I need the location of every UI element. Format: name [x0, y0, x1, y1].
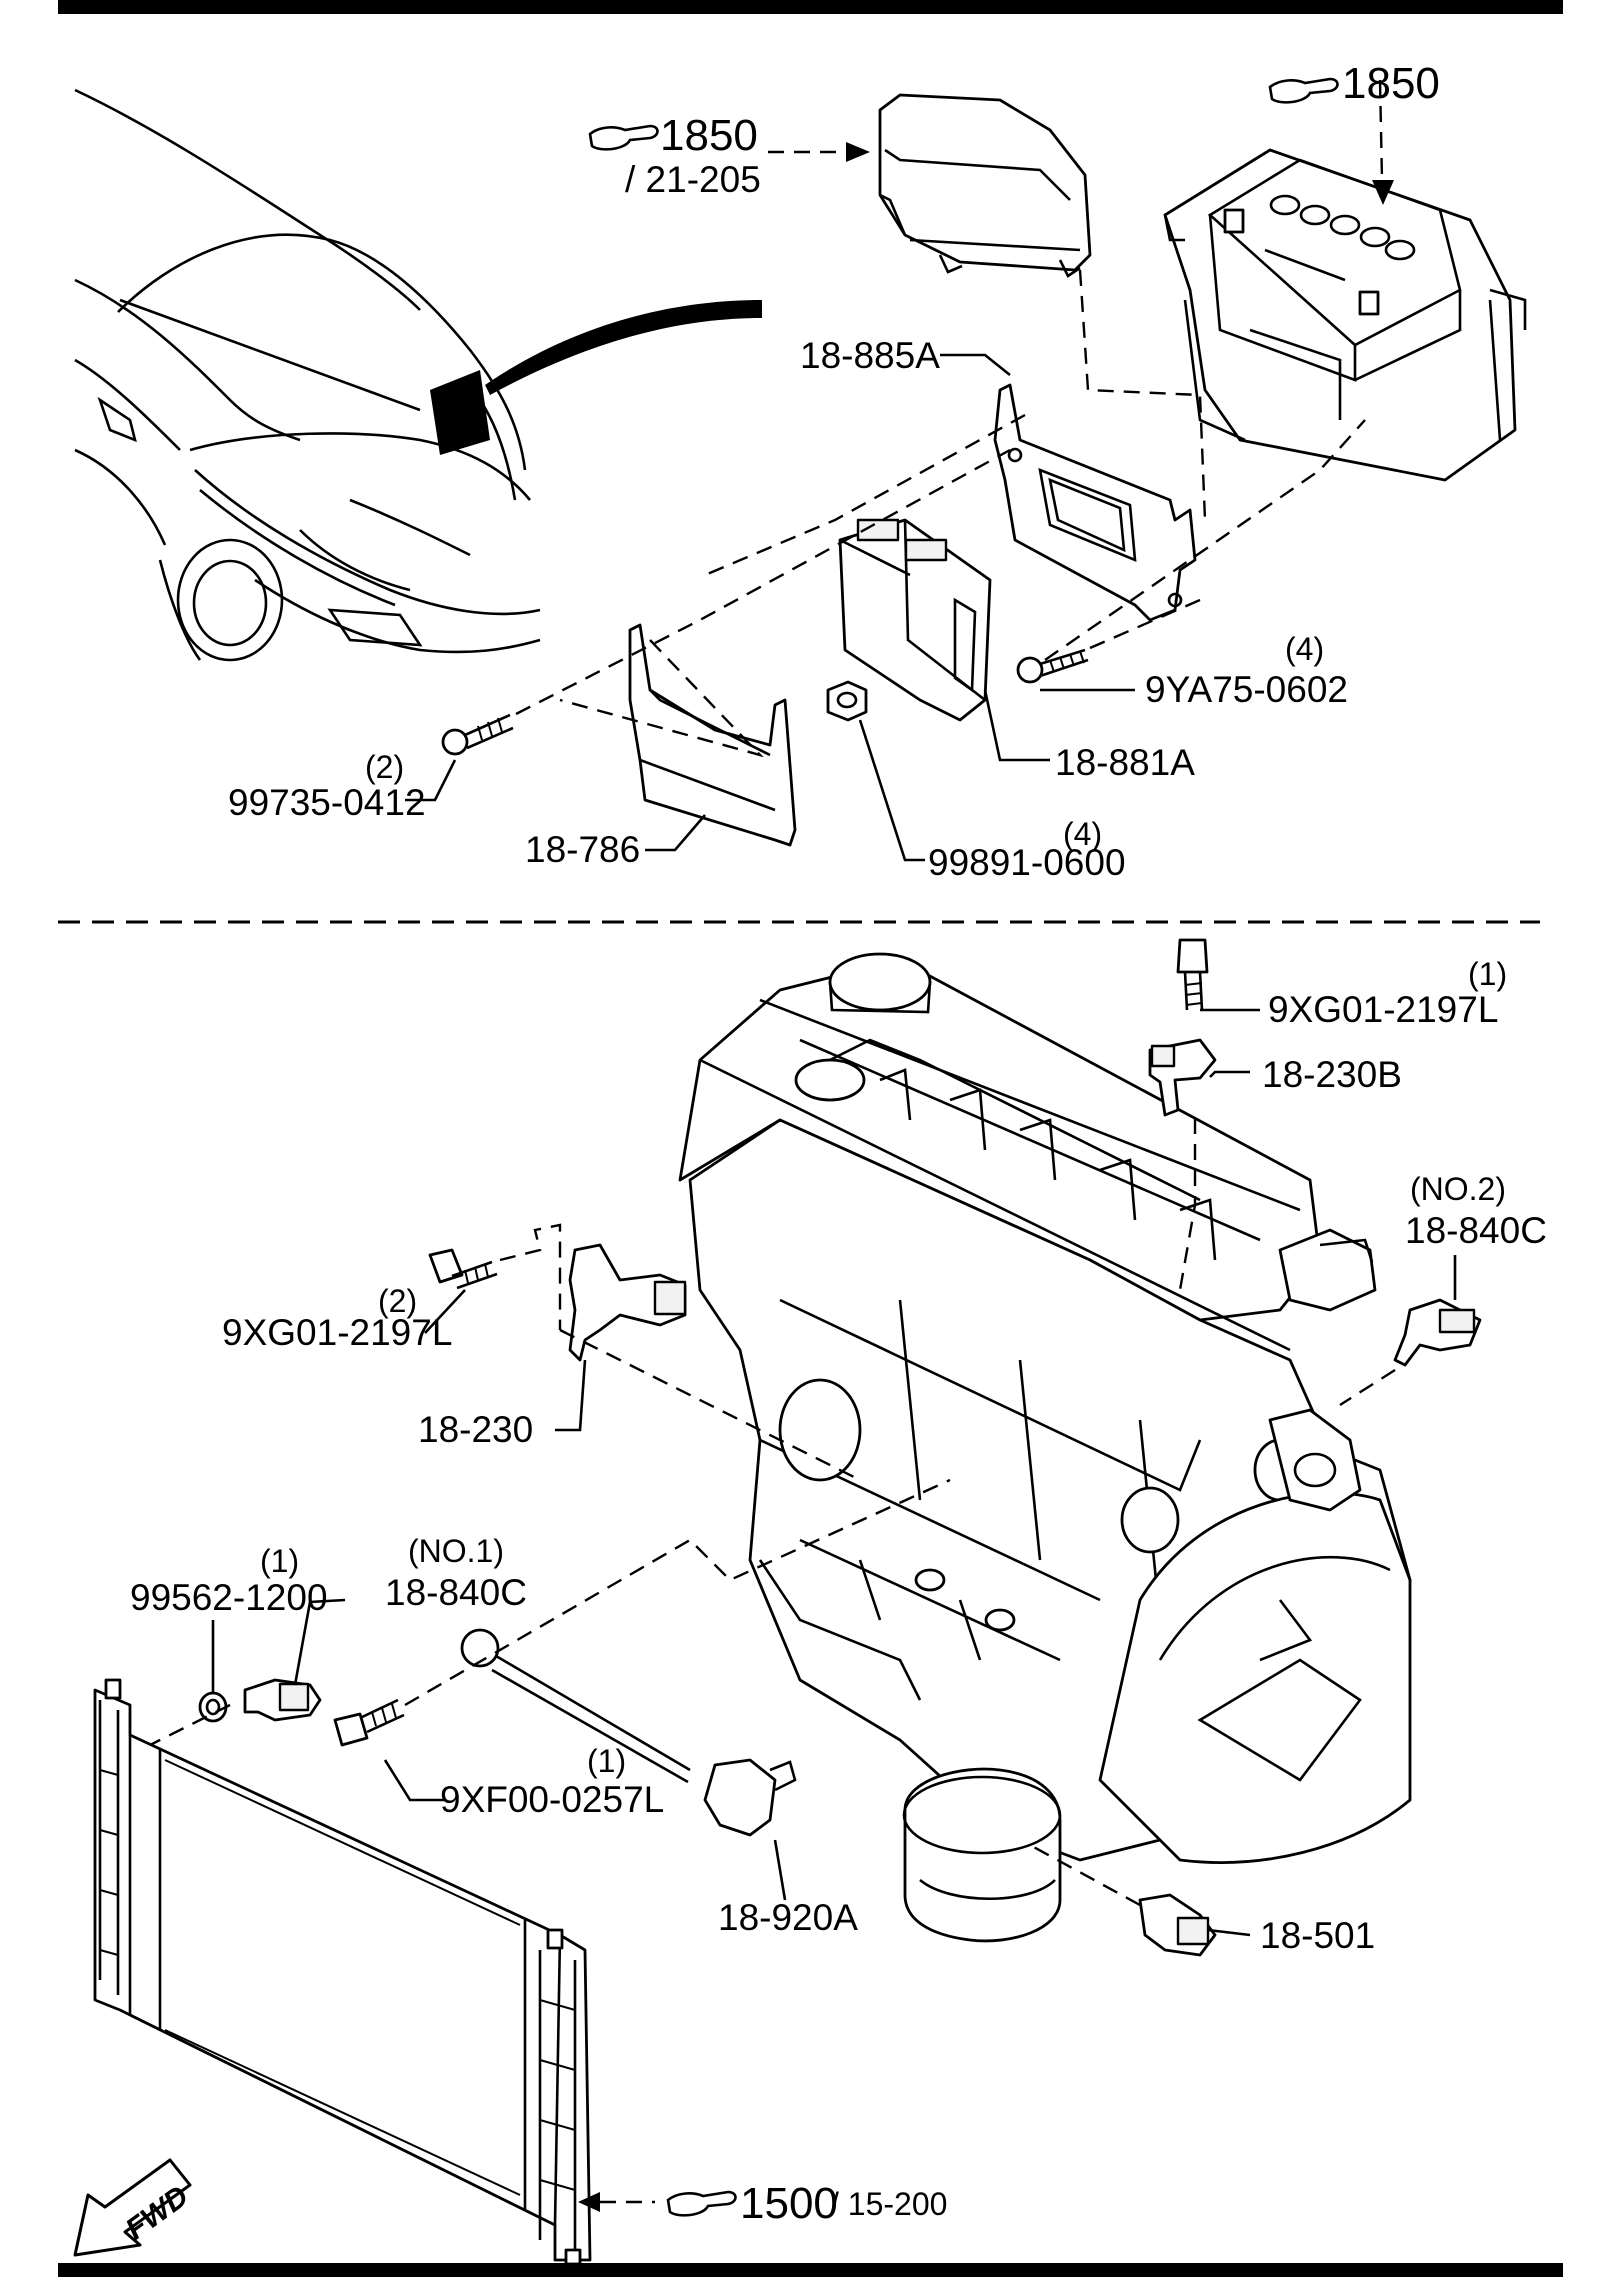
- pointing-hand-icon: [588, 124, 659, 151]
- reference-callout: 1850: [1268, 59, 1440, 108]
- knock-sensor-illustration: [460, 1628, 797, 1837]
- temperature-sensor-illustration: [1393, 1298, 1482, 1367]
- ecu-cover-illustration: [878, 93, 1092, 278]
- part-quantity: (2): [378, 1283, 417, 1319]
- ecu-module-illustration: [838, 518, 992, 722]
- forward-direction-arrow: FWD: [73, 2158, 195, 2257]
- part-number: 9XG01-2197L: [222, 1312, 452, 1353]
- part-quantity: (NO.1): [408, 1533, 504, 1569]
- part-number: 18-885A: [800, 335, 940, 376]
- battery-illustration: [1163, 148, 1527, 482]
- ref-main-number: 1850: [1342, 59, 1440, 108]
- part-label: (4) 99891-0600: [928, 816, 1126, 883]
- part-label: 18-885A: [800, 335, 940, 376]
- part-label: (2) 9XG01-2197L: [222, 1283, 452, 1353]
- part-number: 18-840C: [385, 1572, 527, 1613]
- ecu-bracket-illustration: [993, 383, 1197, 622]
- part-label: 18-230B: [1262, 1054, 1402, 1095]
- part-number: 99562-1200: [130, 1577, 328, 1618]
- part-number: 99891-0600: [928, 842, 1126, 883]
- part-quantity: (NO.2): [1410, 1171, 1506, 1207]
- camshaft-sensor-illustration: [568, 1243, 687, 1362]
- pointing-hand-icon: [1268, 77, 1339, 104]
- bolt-illustration: [428, 1248, 498, 1290]
- reference-callout: 1500 / 15-200: [666, 2179, 947, 2228]
- part-number: 18-230B: [1262, 1054, 1402, 1095]
- part-number: 9YA75-0602: [1145, 669, 1348, 710]
- part-label: 18-786: [525, 829, 640, 870]
- radiator-illustration: [93, 1678, 592, 2266]
- part-label: (NO.1) 18-840C: [385, 1533, 527, 1613]
- screw-illustration: [441, 713, 514, 756]
- ecu-guard-illustration: [628, 623, 797, 847]
- part-number: 18-230: [418, 1409, 533, 1450]
- reference-callout: 1850 / 21-205: [588, 111, 761, 200]
- engine-illustration: [678, 952, 1412, 1943]
- part-quantity: (1): [1468, 956, 1507, 992]
- part-label: (2) 99735-0412: [228, 749, 426, 823]
- ref-sub-number: / 15-200: [830, 2186, 947, 2222]
- part-quantity: (2): [365, 749, 404, 785]
- part-quantity: (4): [1285, 631, 1324, 667]
- part-label: 18-881A: [1055, 742, 1195, 783]
- leader-lines: [211, 353, 1457, 1937]
- top-border: [58, 0, 1563, 14]
- part-number: 99735-0412: [228, 782, 426, 823]
- ref-main-number: 1500: [740, 2179, 838, 2228]
- part-number: 18-501: [1260, 1915, 1375, 1956]
- part-number: 18-881A: [1055, 742, 1195, 783]
- ref-main-number: 1850: [660, 111, 758, 160]
- bottom-border: [58, 2263, 1563, 2277]
- bolt-illustration: [333, 1698, 405, 1747]
- part-quantity: (1): [260, 1543, 299, 1579]
- temperature-sensor-illustration: [243, 1678, 322, 1722]
- part-label: 18-230: [418, 1409, 533, 1450]
- part-number: 9XG01-2197L: [1268, 989, 1498, 1030]
- part-quantity: (4): [1063, 816, 1102, 852]
- part-number: 18-786: [525, 829, 640, 870]
- part-label: (1) 9XG01-2197L: [1268, 956, 1507, 1030]
- part-quantity: (1): [587, 1743, 626, 1779]
- part-number: 18-840C: [1405, 1210, 1547, 1251]
- part-number: 9XF00-0257L: [440, 1779, 664, 1820]
- car-outline-illustration: [74, 88, 762, 662]
- pointing-hand-icon: [666, 2190, 737, 2217]
- oil-pressure-switch-illustration: [1138, 1893, 1217, 1957]
- part-label: (NO.2) 18-840C: [1405, 1171, 1547, 1251]
- part-label: 18-501: [1260, 1915, 1375, 1956]
- part-label: (4) 9YA75-0602: [1145, 631, 1348, 710]
- part-label: (1) 99562-1200: [130, 1543, 328, 1618]
- cam-position-sensor-illustration: [1148, 1038, 1217, 1117]
- screw-illustration: [1016, 648, 1089, 684]
- part-label: 18-920A: [718, 1897, 858, 1938]
- ref-sub-number: / 21-205: [625, 159, 761, 200]
- part-label: (1) 9XF00-0257L: [440, 1743, 664, 1820]
- nut-illustration: [826, 680, 868, 722]
- bolt-illustration: [1176, 938, 1209, 1011]
- part-number: 18-920A: [718, 1897, 858, 1938]
